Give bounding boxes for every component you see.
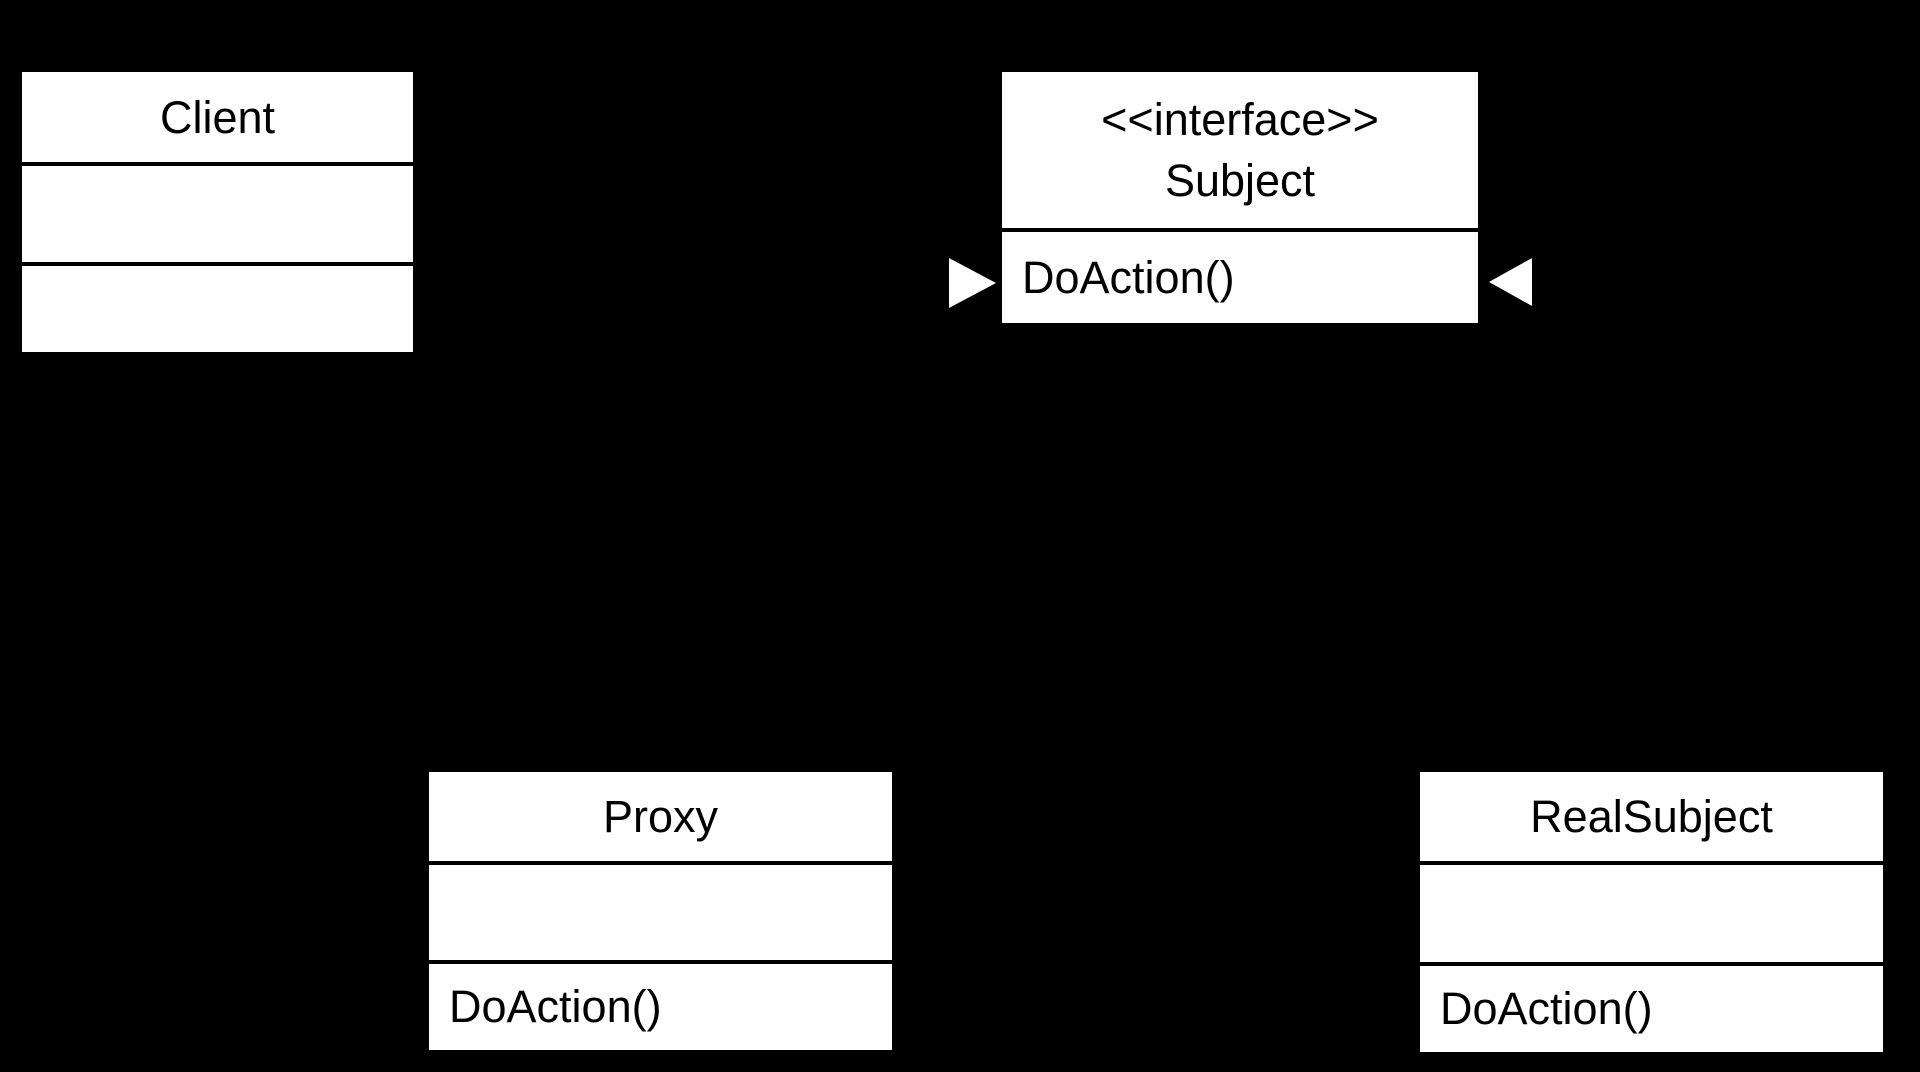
subject-stereotype-label: <<interface>> [1101,94,1379,145]
subject-method-doaction: DoAction() [1022,251,1235,303]
client-name-compartment: Client [22,72,413,162]
client-methods-compartment [22,262,413,352]
realsubject-attributes-compartment [1420,861,1883,962]
realsubject-methods-compartment: DoAction() [1420,962,1883,1052]
proxy-attributes-compartment [429,861,892,960]
realsubject-method-doaction: DoAction() [1440,983,1653,1034]
proxy-method-doaction: DoAction() [449,981,662,1032]
proxy-name-compartment: Proxy [429,772,892,861]
class-box-proxy: Proxy DoAction() [429,772,892,1050]
class-box-subject-interface: <<interface>> Subject DoAction() [1002,72,1478,323]
subject-methods-compartment: DoAction() [1002,228,1478,323]
class-box-client: Client [22,72,413,352]
client-class-name: Client [159,91,276,143]
subject-name-compartment: <<interface>> Subject [1002,72,1478,228]
realsubject-class-name: RealSubject [1530,791,1773,842]
triangle-left-icon [1489,258,1532,306]
proxy-methods-compartment: DoAction() [429,960,892,1050]
proxy-class-name: Proxy [602,791,719,842]
subject-class-name: Subject [1164,155,1316,206]
triangle-right-icon [949,258,996,308]
class-box-realsubject: RealSubject DoAction() [1420,772,1883,1052]
realsubject-name-compartment: RealSubject [1420,772,1883,861]
client-attributes-compartment [22,162,413,262]
